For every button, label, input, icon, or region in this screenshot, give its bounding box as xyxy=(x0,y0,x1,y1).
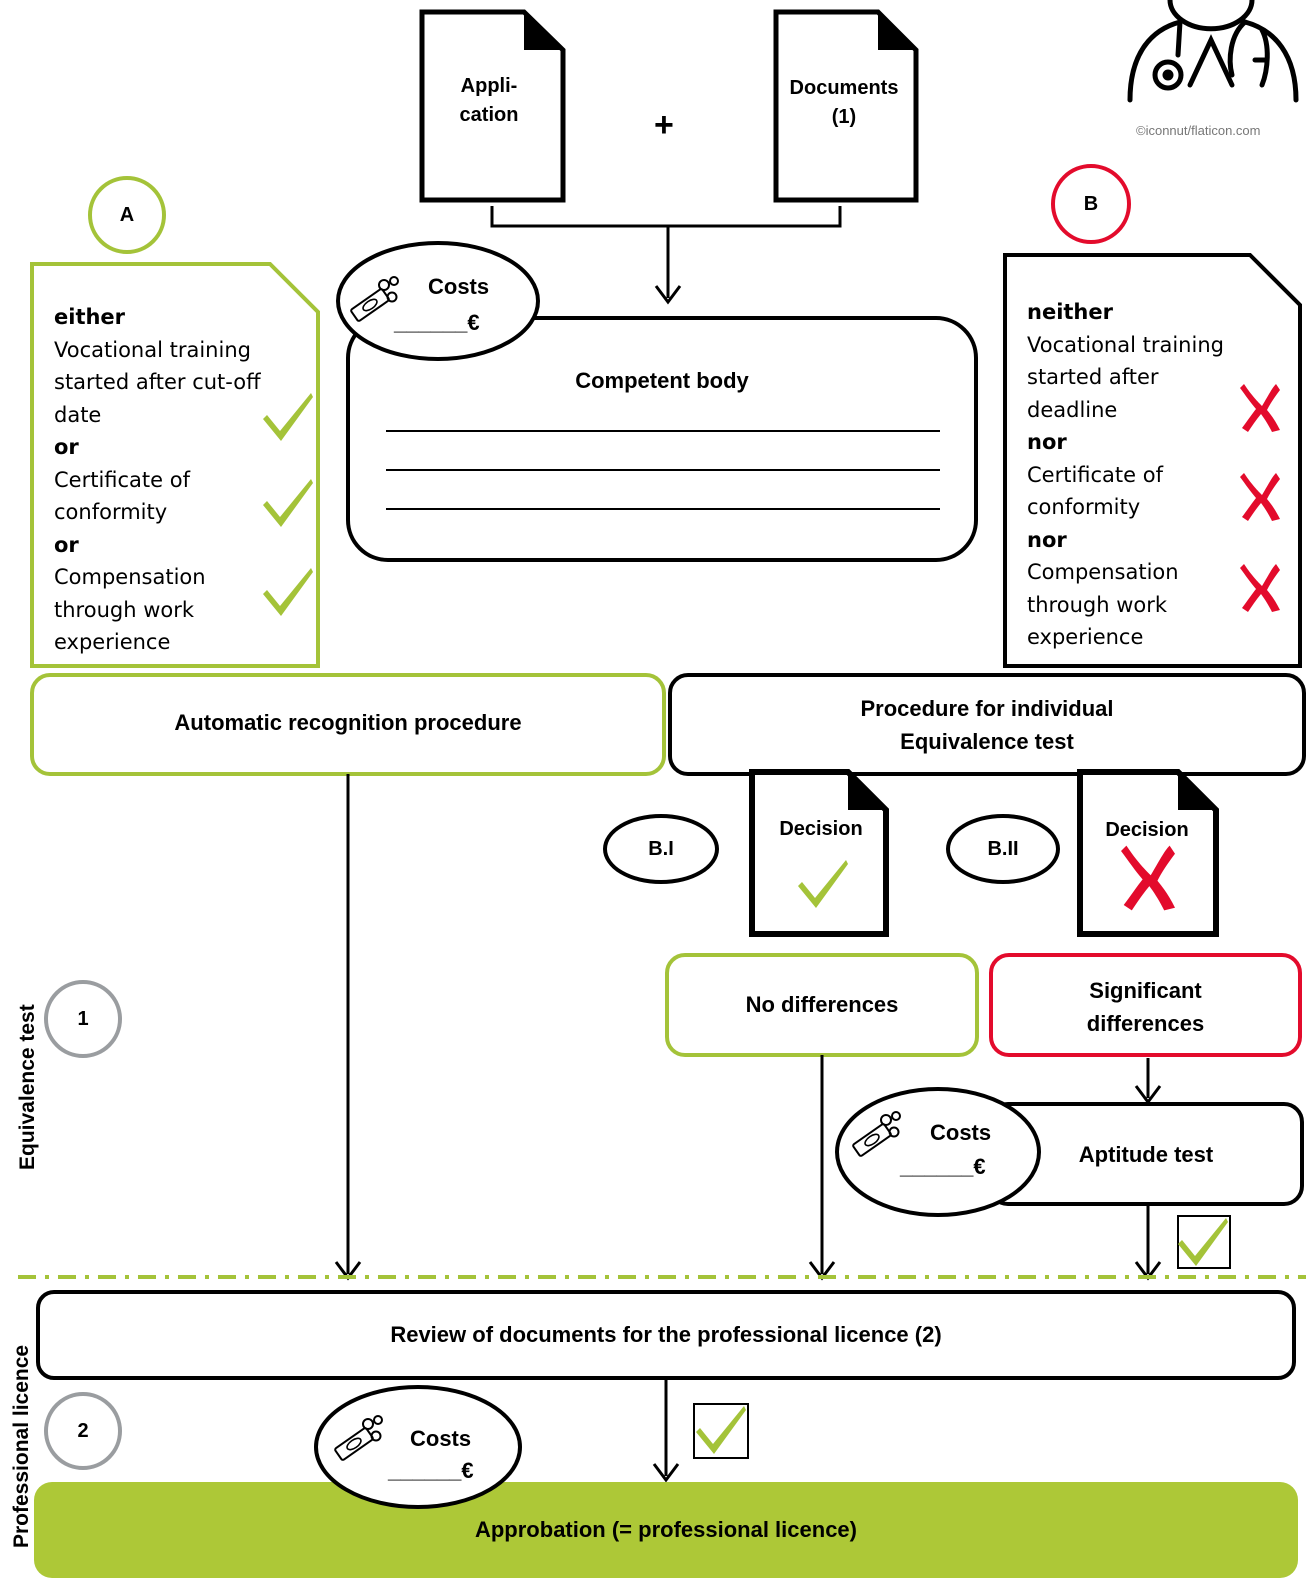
path-a-line: date xyxy=(54,402,102,427)
path-a-or: or xyxy=(54,435,79,459)
costs-oval-1 xyxy=(336,241,540,361)
doctor-stethoscope-icon xyxy=(1127,0,1299,103)
approbation-box xyxy=(34,1482,1298,1578)
review-box xyxy=(36,1290,1296,1380)
individual-box xyxy=(668,673,1306,776)
decision-document-icon xyxy=(1077,769,1219,937)
path-b-line: Vocational training xyxy=(1027,332,1224,357)
costs-amount: ______€ xyxy=(900,1154,986,1179)
decision-document-icon xyxy=(749,769,889,937)
path-a-line: Certificate of xyxy=(54,467,190,492)
professional-licence-label: Professional licence xyxy=(10,1344,33,1548)
path-a-either: either xyxy=(54,305,126,329)
aptitude-label: Aptitude test xyxy=(1078,1142,1214,1167)
individual-label: Procedure for individual Equivalence tes… xyxy=(860,696,1114,754)
icon-credit: ©iconnut/flaticon.com xyxy=(1136,123,1261,138)
path-a-or: or xyxy=(54,532,79,557)
path-b-line: conformity xyxy=(1027,495,1141,519)
competent-body-box xyxy=(346,316,978,562)
decision-label: Decision xyxy=(779,818,863,840)
path-b-box xyxy=(1003,253,1302,668)
application-label: Appli- cation xyxy=(459,75,519,126)
plus-sign: + xyxy=(654,106,674,144)
costs-label: Costs xyxy=(428,274,490,299)
competent-body-title: Competent body xyxy=(575,368,749,393)
costs-oval-3 xyxy=(314,1385,522,1509)
path-b-line: through work xyxy=(1027,592,1168,617)
no-differences-label: No differences xyxy=(745,992,899,1017)
costs-label: Costs xyxy=(410,1426,472,1451)
path-b-list: neither Vocational training started afte… xyxy=(1027,296,1224,654)
approbation-label: Approbation (= professional licence) xyxy=(474,1517,857,1542)
marker-b: B xyxy=(1051,164,1131,244)
significant-label: Significant differences xyxy=(1086,978,1205,1036)
path-b-nor: nor xyxy=(1027,430,1067,454)
path-b-line: started after xyxy=(1027,365,1159,389)
documents-document-icon xyxy=(773,9,919,203)
path-b-line: Certificate of xyxy=(1027,462,1163,487)
path-b-line: Compensation xyxy=(1027,560,1179,584)
marker-a: A xyxy=(88,176,166,254)
application-document-icon xyxy=(419,9,566,203)
path-a-line: through work xyxy=(54,597,195,622)
path-b-line: deadline xyxy=(1027,397,1118,422)
path-a-list: either Vocational training started after… xyxy=(54,301,261,659)
documents-label: Documents (1) xyxy=(789,77,899,128)
step-2-marker: 2 xyxy=(44,1392,122,1470)
costs-oval-2 xyxy=(835,1087,1041,1217)
costs-amount: ______€ xyxy=(388,1458,474,1483)
path-b-line: experience xyxy=(1027,625,1144,649)
path-a-line: Vocational training xyxy=(54,337,251,362)
equivalence-test-label: Equivalence test xyxy=(16,1004,39,1170)
costs-label: Costs xyxy=(930,1120,992,1145)
path-a-line: conformity xyxy=(54,500,168,524)
automatic-label: Automatic recognition procedure xyxy=(174,710,522,735)
decision-label: Decision xyxy=(1105,819,1189,841)
path-a-box xyxy=(30,262,320,668)
path-a-line: started after cut-off xyxy=(54,370,261,394)
review-label: Review of documents for the professional… xyxy=(390,1322,942,1347)
path-b-neither: neither xyxy=(1027,300,1113,324)
path-a-line: Compensation xyxy=(54,565,206,589)
marker-b2: B.II xyxy=(946,814,1060,884)
path-b-nor: nor xyxy=(1027,527,1067,552)
path-a-line: experience xyxy=(54,630,171,654)
costs-amount: ______€ xyxy=(394,310,480,335)
step-1-marker: 1 xyxy=(44,980,122,1058)
significant-box xyxy=(989,953,1302,1057)
marker-b1: B.I xyxy=(603,814,719,884)
